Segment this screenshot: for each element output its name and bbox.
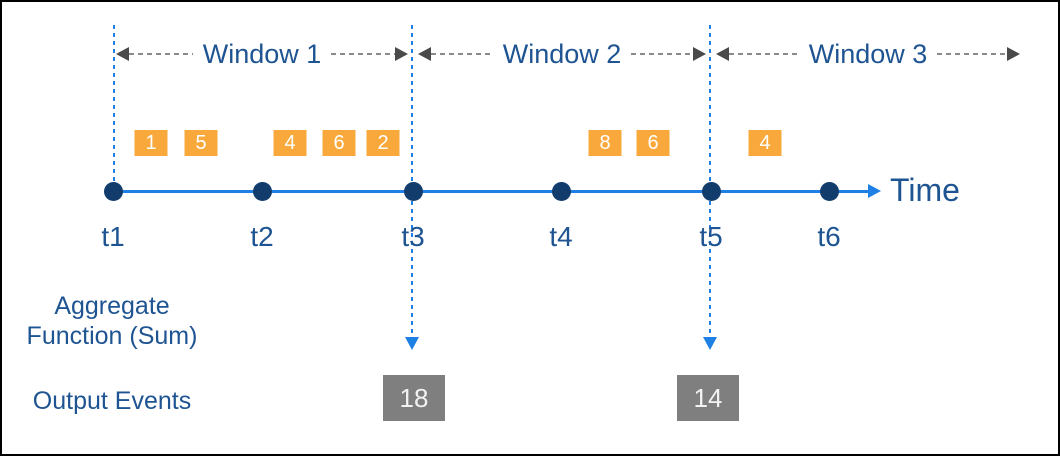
aggregate-down-arrowhead-icon	[405, 337, 419, 350]
input-event-box: 2	[366, 130, 400, 156]
aggregate-function-label-line1: Aggregate	[54, 292, 170, 320]
window-boundary-line-2	[411, 25, 413, 336]
window-dash-segment	[631, 53, 694, 55]
input-event-box: 4	[273, 130, 307, 156]
window-dash-segment	[431, 53, 493, 55]
tick-label-t2: t2	[250, 221, 274, 252]
timeline-dot-t6	[820, 182, 839, 201]
window-label: Window 2	[502, 39, 622, 69]
window-row-1: Window 1	[116, 39, 409, 69]
window-dash-segment	[331, 53, 396, 55]
window-right-arrowhead-icon	[395, 47, 409, 61]
tick-label-t6: t6	[817, 221, 841, 252]
window-boundary-line-3	[709, 25, 711, 336]
output-event-box: 18	[383, 375, 445, 421]
window-right-arrowhead-icon	[1007, 47, 1021, 61]
input-event-box: 4	[748, 130, 782, 156]
aggregate-down-arrowhead-icon	[703, 337, 717, 350]
input-event-box: 1	[134, 130, 168, 156]
window-dash-segment	[729, 53, 799, 55]
timeline-arrowhead-icon	[868, 184, 881, 198]
window-left-arrowhead-icon	[418, 47, 431, 61]
window-row-3: Window 3	[716, 39, 1021, 69]
timeline-dot-t4	[552, 182, 571, 201]
window-boundary-line-1	[113, 25, 115, 192]
timeline-dot-t1	[104, 182, 123, 201]
tick-label-t4: t4	[549, 221, 573, 252]
timeline-axis	[114, 190, 868, 193]
input-event-box: 6	[322, 130, 356, 156]
tick-label-t1: t1	[101, 221, 125, 252]
window-dash-segment	[937, 53, 1008, 55]
timeline-dot-t2	[253, 182, 272, 201]
aggregate-function-label: Aggregate Function (Sum)	[7, 291, 217, 351]
timeline-dot-t5	[702, 182, 721, 201]
timeline-dot-t3	[404, 182, 423, 201]
input-event-box: 8	[588, 130, 622, 156]
output-event-box: 14	[677, 375, 739, 421]
output-events-label: Output Events	[32, 387, 192, 415]
window-label: Window 1	[202, 39, 322, 69]
window-left-arrowhead-icon	[116, 47, 129, 61]
window-row-2: Window 2	[418, 39, 707, 69]
input-event-box: 5	[184, 130, 218, 156]
window-dash-segment	[129, 53, 193, 55]
window-label: Window 3	[808, 39, 928, 69]
aggregate-function-label-line2: Function (Sum)	[26, 322, 198, 350]
tick-label-t3: t3	[401, 221, 425, 252]
window-left-arrowhead-icon	[716, 47, 729, 61]
time-axis-label: Time	[890, 172, 960, 208]
window-right-arrowhead-icon	[693, 47, 707, 61]
tick-label-t5: t5	[699, 221, 723, 252]
input-event-box: 6	[636, 130, 670, 156]
